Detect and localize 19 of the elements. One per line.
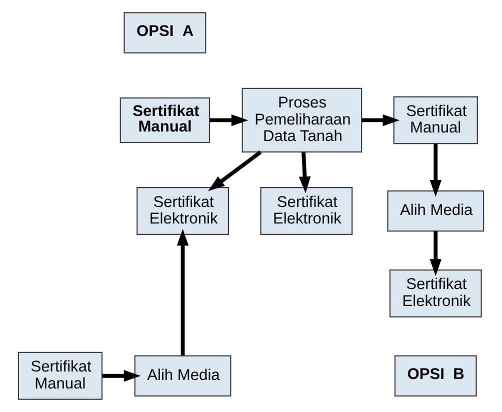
arrow [176,228,189,356]
node-box: Sertifikat Manual [120,97,210,144]
node-box: Alih Media [134,355,232,396]
arrow [430,144,442,197]
node-box: Sertifikat Elektronik [389,270,482,318]
node-box: Sertifikat Manual [393,96,478,144]
node-box: OPSI B [394,355,477,396]
node-box: Sertifikat Elektronik [136,187,229,235]
arrow [298,152,311,194]
node-box: Sertifikat Elektronik [260,187,353,235]
arrow [430,231,442,276]
node-box: Proses Pemeliharaan Data Tanah [242,88,362,153]
node-box: OPSI A [124,12,206,54]
node-box: Alih Media [387,190,484,232]
arrow [208,150,262,192]
node-box: Sertifikat Manual [18,352,103,400]
arrow [210,114,248,126]
arrow [102,370,141,382]
arrow [362,114,400,126]
